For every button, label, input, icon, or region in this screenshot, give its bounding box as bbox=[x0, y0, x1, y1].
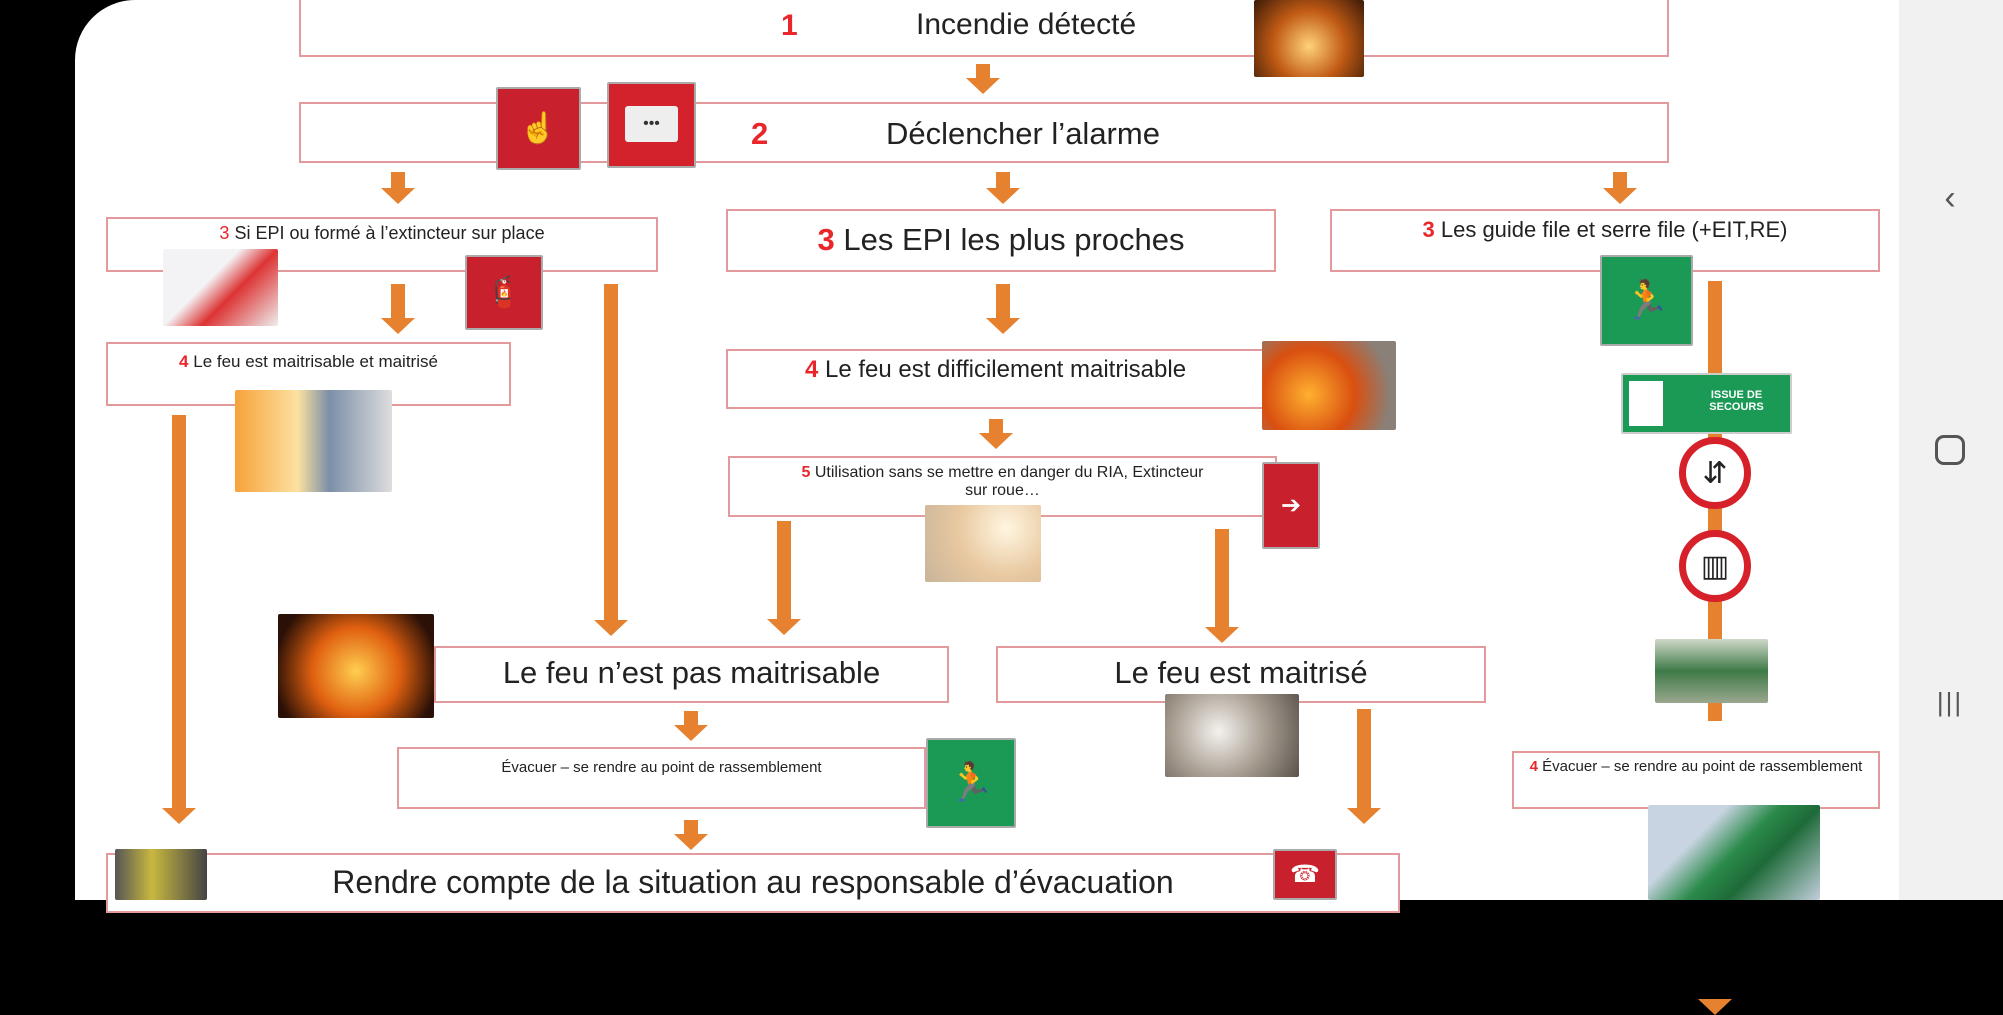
emergency-phone-sign-icon: ☎ bbox=[1273, 849, 1337, 900]
recents-icon[interactable]: ||| bbox=[1936, 687, 1964, 717]
step4b-text: Le feu est difficilement maitrisable bbox=[824, 356, 1187, 383]
controlled-box: Le feu est maitrisé bbox=[996, 646, 1486, 703]
fire-hose-sign-icon: ➔ bbox=[1262, 462, 1320, 549]
controlled-text: Le feu est maitrisé bbox=[1114, 655, 1368, 690]
no-lift-sign-icon: ⇵ bbox=[1679, 437, 1751, 509]
step4a-box: 4 Le feu est maitrisable et maitrisé bbox=[106, 342, 511, 406]
home-icon[interactable] bbox=[1930, 430, 1970, 470]
back-icon[interactable]: ‹ bbox=[1944, 179, 1956, 217]
step2-text: Déclencher l’alarme bbox=[886, 116, 1160, 151]
evacuate-right-text: Évacuer – se rendre au point de rassembl… bbox=[1542, 758, 1863, 775]
alarm-button-sign-icon: ☝ bbox=[496, 87, 581, 170]
step5-text: Utilisation sans se mettre en danger du … bbox=[814, 464, 1204, 499]
assembly-fence-photo bbox=[1655, 639, 1768, 703]
system-navigation-bar bbox=[1899, 0, 2003, 900]
step-number: 3 bbox=[817, 222, 835, 257]
team-photo bbox=[115, 849, 207, 900]
fire-training-photo bbox=[235, 390, 392, 492]
emergency-exit-sign-icon: 🏃 bbox=[926, 738, 1016, 828]
step4a-text: Le feu est maitrisable et maitrisé bbox=[193, 352, 438, 371]
fire-photo bbox=[1254, 0, 1364, 77]
step-number: 1 bbox=[781, 9, 798, 42]
report-text: Rendre compte de la situation au respons… bbox=[332, 864, 1174, 900]
step1-box: 1 Incendie détecté bbox=[299, 0, 1669, 57]
step-number: 3 bbox=[219, 223, 230, 243]
step-number: 4 bbox=[179, 352, 189, 371]
step3a-text: Si EPI ou formé à l’extincteur sur place bbox=[234, 223, 545, 243]
burning-house-photo bbox=[278, 614, 434, 718]
no-elevator-sign-icon: ▥ bbox=[1679, 530, 1751, 602]
step3c-text: Les guide file et serre file (+EIT,RE) bbox=[1440, 217, 1788, 242]
firefighter-photo bbox=[925, 505, 1041, 582]
door-icon bbox=[1629, 381, 1663, 426]
alarm-call-point-icon: ••• bbox=[607, 82, 696, 168]
evacuate-right-box: 4 Évacuer – se rendre au point de rassem… bbox=[1512, 751, 1880, 809]
assembly-point-sign-photo bbox=[1648, 805, 1820, 900]
not-controllable-text: Le feu n’est pas maitrisable bbox=[502, 655, 881, 690]
step3b-box: 3 Les EPI les plus proches bbox=[726, 209, 1276, 272]
evacuate-box: Évacuer – se rendre au point de rassembl… bbox=[397, 747, 926, 809]
extinguished-fire-photo bbox=[1165, 694, 1299, 777]
step3b-text: Les EPI les plus proches bbox=[843, 222, 1185, 257]
step1-text: Incendie détecté bbox=[916, 8, 1137, 41]
step-number: 4 bbox=[804, 356, 819, 383]
step4b-box: 4 Le feu est difficilement maitrisable bbox=[726, 349, 1265, 409]
step-number: 4 bbox=[1529, 758, 1538, 775]
step-number: 5 bbox=[801, 464, 811, 481]
report-box: Rendre compte de la situation au respons… bbox=[106, 853, 1400, 913]
fire-extinguisher-sign-icon: 🧯 bbox=[465, 255, 543, 330]
exit-sign-label: ISSUE DE SECOURS bbox=[1709, 389, 1764, 413]
extinguisher-use-photo bbox=[163, 249, 278, 326]
evacuate-text: Évacuer – se rendre au point de rassembl… bbox=[501, 759, 822, 776]
not-controllable-box: Le feu n’est pas maitrisable bbox=[434, 646, 949, 703]
step-number: 3 bbox=[1422, 217, 1435, 242]
emergency-exit-sign-icon: 🏃 bbox=[1600, 255, 1693, 346]
step-number: 2 bbox=[751, 116, 769, 151]
fire-smoke-photo bbox=[1262, 341, 1396, 430]
issue-de-secours-sign: ISSUE DE SECOURS bbox=[1621, 373, 1792, 434]
